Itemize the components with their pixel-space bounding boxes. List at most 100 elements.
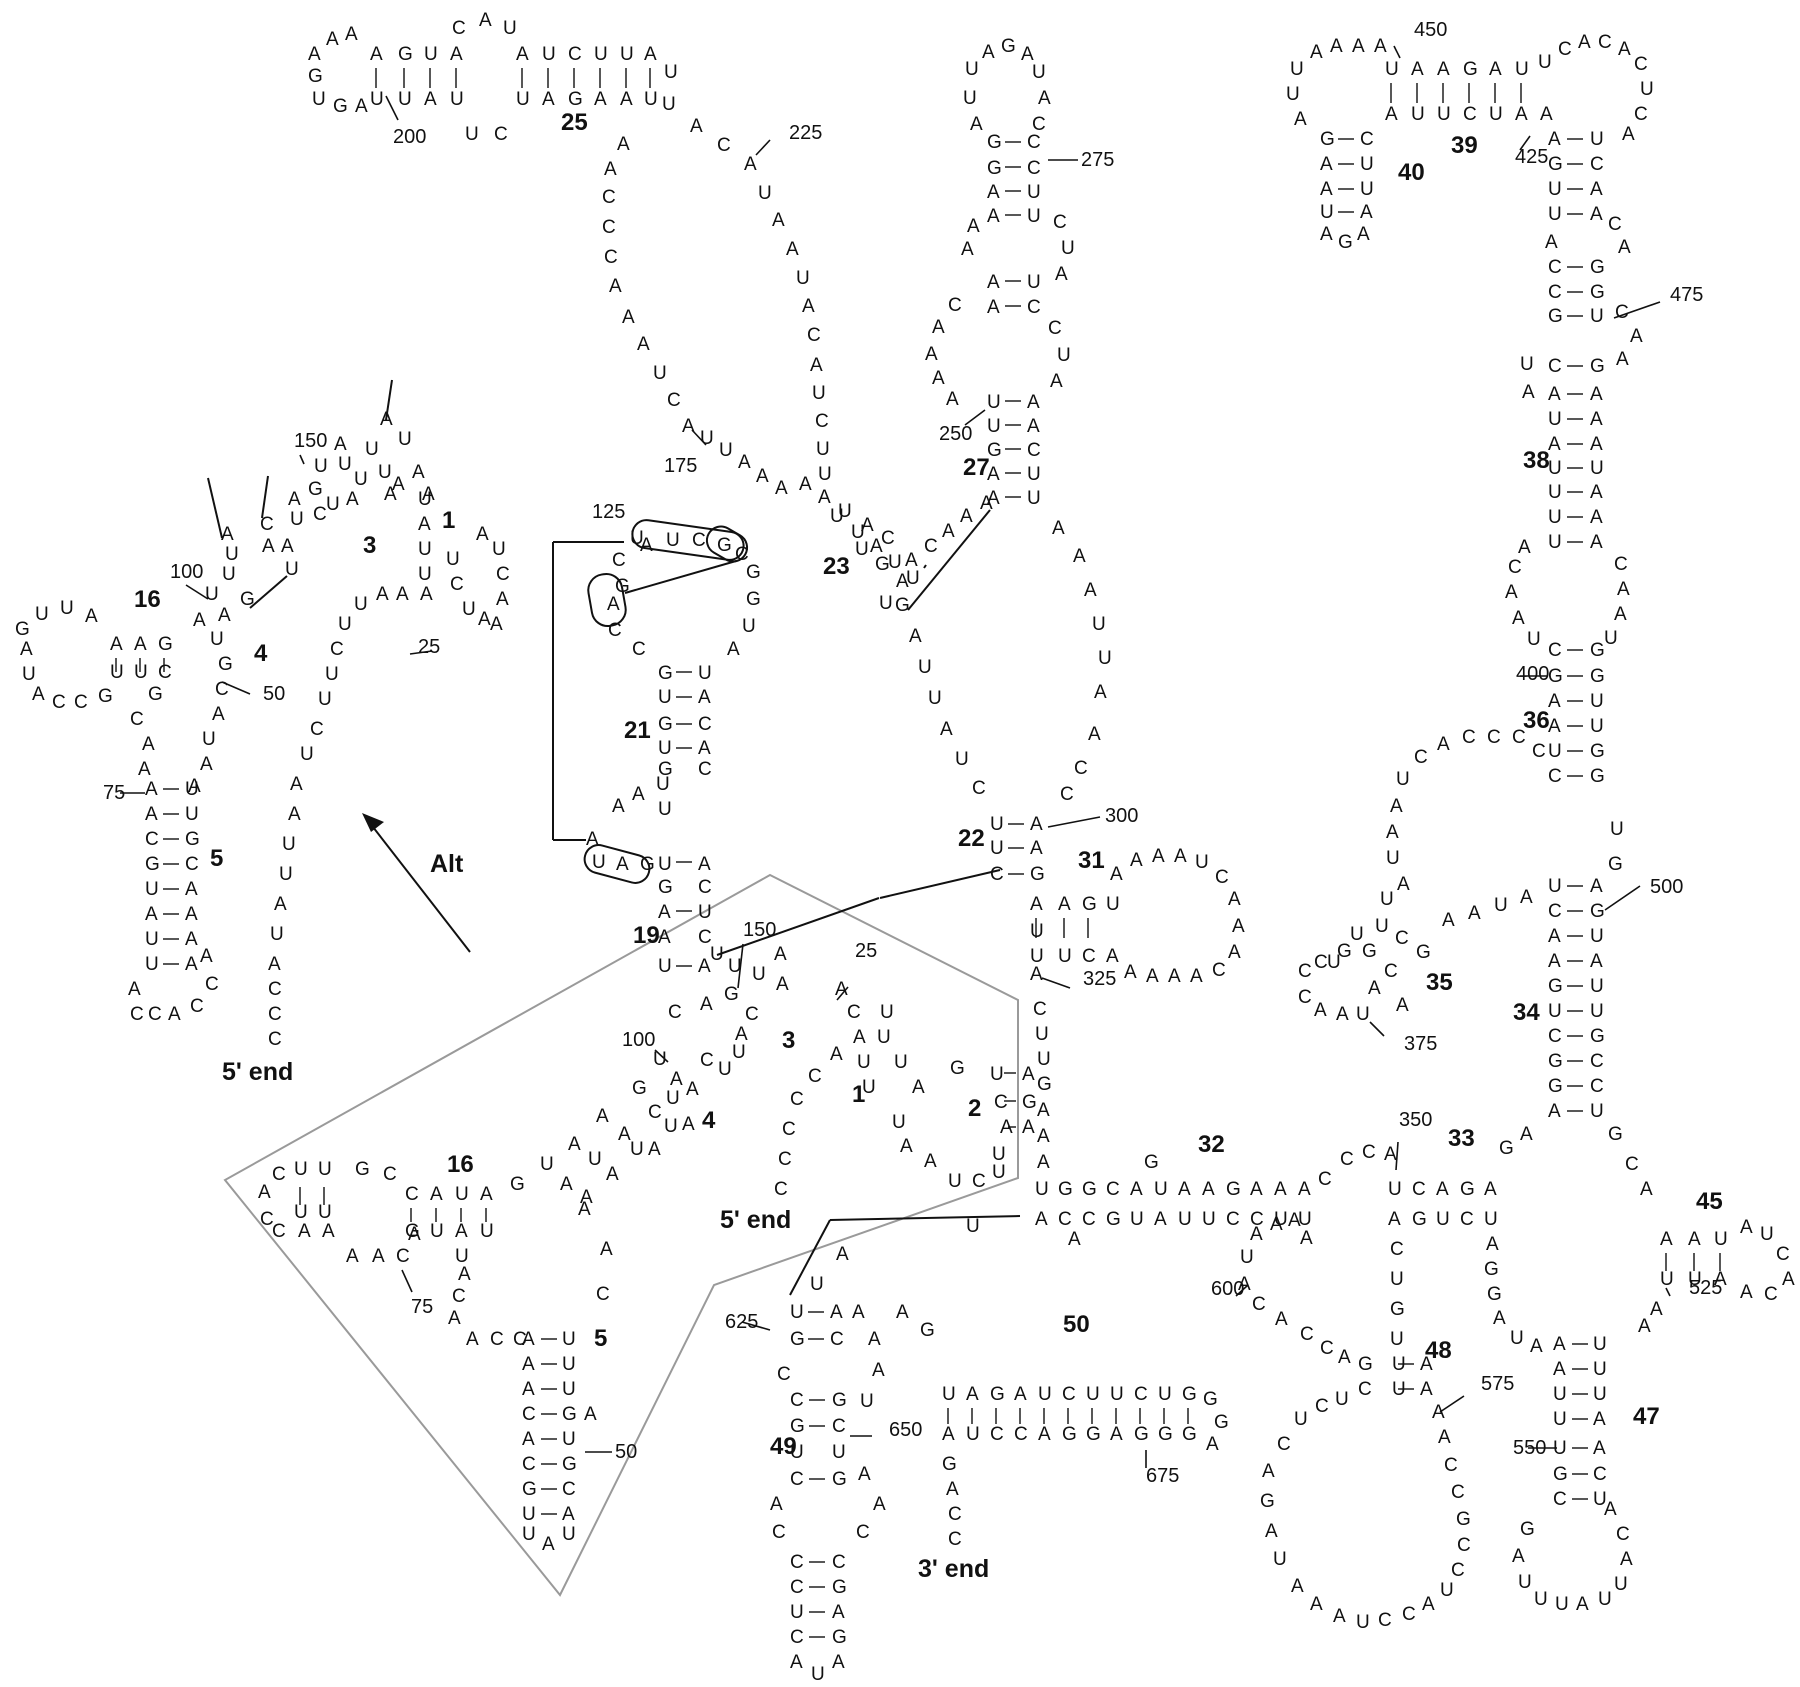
svg-text:A: A: [776, 974, 789, 995]
svg-text:A: A: [1058, 894, 1071, 915]
svg-text:A: A: [200, 946, 213, 967]
svg-text:A: A: [345, 24, 358, 45]
svg-text:A: A: [522, 1379, 535, 1400]
svg-text:G: G: [1390, 1299, 1405, 1320]
svg-text:A: A: [422, 484, 435, 505]
svg-text:U: U: [290, 509, 304, 530]
svg-text:A: A: [1553, 1359, 1566, 1380]
svg-text:U: U: [312, 89, 326, 110]
svg-text:A: A: [775, 478, 788, 499]
svg-text:C: C: [1340, 1149, 1354, 1170]
svg-text:G: G: [942, 1454, 957, 1475]
svg-text:U: U: [656, 774, 670, 795]
svg-text:A: A: [658, 927, 671, 948]
helix-38: CA UA UU UU GA AA UA AA UA A AG UU AC CG…: [1520, 129, 1643, 553]
svg-text:C: C: [772, 1522, 786, 1543]
svg-text:C: C: [1590, 154, 1604, 175]
svg-text:G: G: [640, 854, 655, 875]
svg-text:C: C: [272, 1221, 286, 1242]
svg-text:A: A: [735, 1024, 748, 1045]
svg-text:A: A: [1038, 1424, 1051, 1445]
svg-text:A: A: [1484, 1179, 1497, 1200]
svg-text:U: U: [465, 124, 479, 145]
svg-text:G: G: [1001, 36, 1016, 57]
svg-text:A: A: [770, 1494, 783, 1515]
position-number-n100b: 100: [170, 561, 203, 583]
svg-text:A: A: [1336, 1004, 1349, 1025]
alt-arrow-head: [362, 813, 384, 832]
svg-text:C: C: [496, 564, 510, 585]
svg-text:U: U: [300, 744, 314, 765]
svg-text:C: C: [948, 1504, 962, 1525]
svg-text:C: C: [1027, 158, 1041, 179]
svg-text:A: A: [1288, 1210, 1301, 1231]
svg-text:A: A: [1106, 946, 1119, 967]
svg-text:C: C: [260, 1209, 274, 1230]
svg-text:A: A: [1088, 724, 1101, 745]
svg-text:A: A: [1368, 978, 1381, 999]
svg-text:A: A: [420, 584, 433, 605]
svg-text:A: A: [1021, 44, 1034, 65]
helix-number-a4: 4: [254, 640, 268, 667]
svg-text:U: U: [879, 593, 893, 614]
svg-text:U: U: [314, 456, 328, 477]
svg-text:U: U: [60, 598, 74, 619]
svg-text:U: U: [134, 662, 148, 683]
svg-text:U: U: [1548, 532, 1562, 553]
svg-text:A: A: [1486, 1234, 1499, 1255]
helix-number-h5: 5: [594, 1325, 607, 1352]
svg-text:A: A: [1548, 434, 1561, 455]
svg-text:U: U: [1548, 204, 1562, 225]
svg-text:A: A: [1576, 1594, 1589, 1615]
svg-text:U: U: [562, 1329, 576, 1350]
svg-text:A: A: [1548, 1101, 1561, 1122]
svg-text:U: U: [516, 89, 530, 110]
position-number-n550: 550: [1513, 1437, 1546, 1459]
svg-text:C: C: [1106, 1179, 1120, 1200]
svg-text:U: U: [503, 18, 517, 39]
svg-text:C: C: [215, 679, 229, 700]
svg-text:A: A: [1238, 1274, 1251, 1295]
helix-number-h31: 31: [1078, 847, 1105, 874]
svg-text:U: U: [185, 779, 199, 800]
five-prime-end-alt-label: 5' end: [222, 1058, 293, 1086]
svg-text:A: A: [578, 1199, 591, 1220]
svg-text:G: G: [1590, 257, 1605, 278]
svg-text:C: C: [1558, 39, 1572, 60]
svg-text:U: U: [1548, 876, 1562, 897]
svg-text:U: U: [1274, 1209, 1288, 1230]
svg-text:G: G: [1062, 1424, 1077, 1445]
helix-number-h23: 23: [823, 553, 850, 580]
svg-text:U: U: [918, 657, 932, 678]
svg-text:C: C: [145, 829, 159, 850]
svg-text:A: A: [1300, 1228, 1313, 1249]
svg-text:C: C: [130, 709, 144, 730]
svg-text:U: U: [1035, 1024, 1049, 1045]
svg-text:C: C: [452, 1286, 466, 1307]
svg-text:U: U: [1614, 1574, 1628, 1595]
svg-text:G: G: [1412, 1209, 1427, 1230]
svg-text:U: U: [862, 1077, 876, 1098]
svg-text:U: U: [1154, 1179, 1168, 1200]
svg-text:A: A: [1338, 1347, 1351, 1368]
position-number-n50a: 50: [615, 1441, 637, 1463]
svg-text:C: C: [972, 1171, 986, 1192]
svg-text:A: A: [858, 1464, 871, 1485]
svg-text:C: C: [1226, 1209, 1240, 1230]
position-number-n600: 600: [1211, 1278, 1244, 1300]
svg-text:A: A: [1152, 846, 1165, 867]
position-number-n300: 300: [1105, 805, 1138, 827]
svg-text:U: U: [424, 44, 438, 65]
svg-text:A: A: [1422, 1594, 1435, 1615]
svg-text:A: A: [982, 42, 995, 63]
svg-text:A: A: [622, 307, 635, 328]
svg-text:U: U: [987, 416, 1001, 437]
svg-text:C: C: [1215, 867, 1229, 888]
helix-number-h16: 16: [447, 1151, 474, 1178]
svg-text:A: A: [604, 159, 617, 180]
svg-text:A: A: [458, 1264, 471, 1285]
svg-text:A: A: [925, 344, 938, 365]
svg-text:C: C: [1457, 1535, 1471, 1556]
